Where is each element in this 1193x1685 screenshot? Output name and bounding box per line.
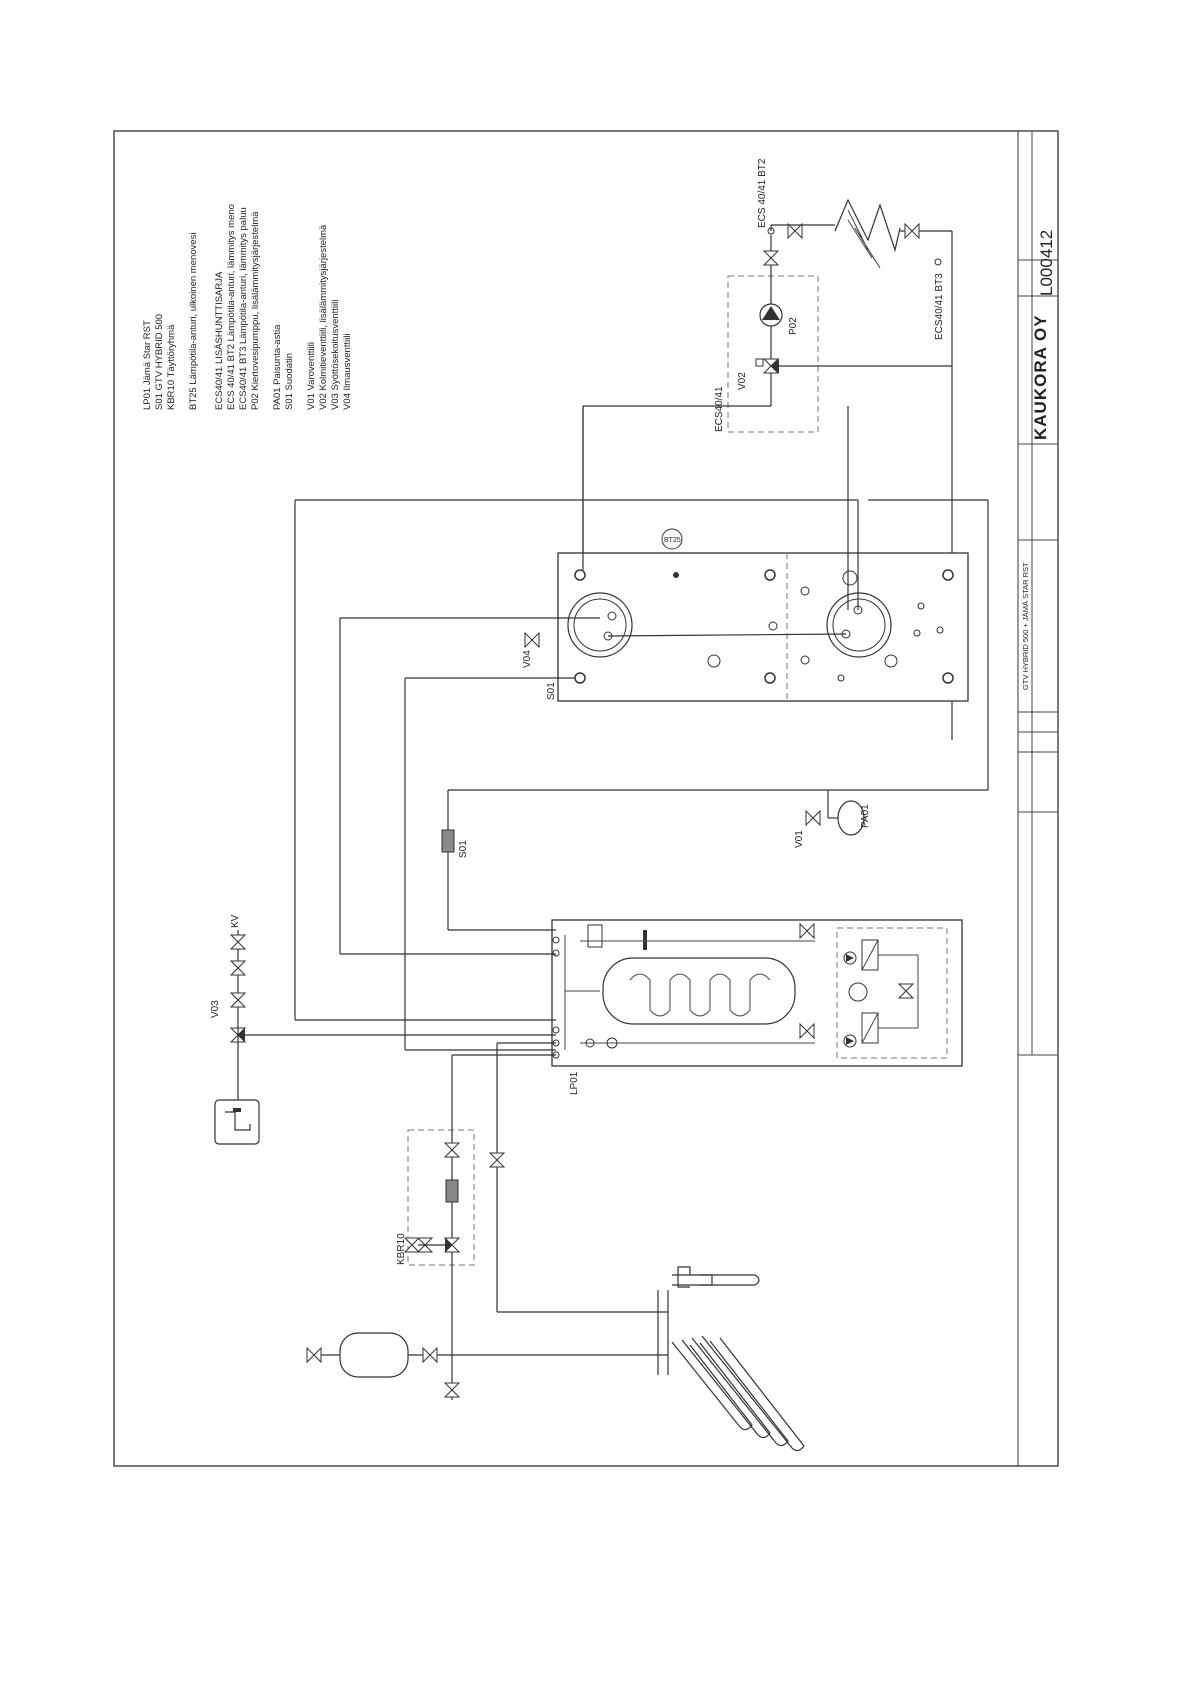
legend-pa01: PA01 Paisunta-astia: [272, 324, 283, 410]
kv-valve-2: [230, 960, 246, 976]
ecs-box-label: ECS40/41: [714, 386, 725, 432]
bt3-sensor: [934, 258, 942, 266]
cold-water-valve: [489, 1152, 505, 1168]
kbr10-box: [407, 1129, 475, 1266]
legend-s01: S01 GTV HYBRID 500: [154, 314, 165, 410]
kv-valve-3: [230, 934, 246, 950]
v04-air-vent-valve: [524, 632, 540, 648]
legend-v03: V03 Syöttösekoitusventtiili: [330, 300, 341, 410]
faucet-icon: [214, 1099, 260, 1145]
legend-ecs-header: ECS40/41 LISÄSHUNTTISARJA: [214, 271, 225, 410]
v03-mixing-valve: [230, 1027, 246, 1043]
v02-label: V02: [737, 372, 748, 390]
pa01-label: PA01: [860, 804, 871, 828]
storage-tank-s01: [557, 552, 969, 702]
v04-label: V04: [522, 650, 533, 668]
kv-valve-1: [230, 992, 246, 1008]
tank-valve-left: [306, 1347, 322, 1363]
bt25-label: BT25: [664, 537, 681, 544]
legend-v01: V01 Varoventtiili: [306, 342, 317, 410]
v01-label: V01: [794, 830, 805, 848]
ground-collector-lower: [671, 1335, 805, 1452]
legend-p02: P02 Kiertovesipumppu, lisälämmitysjärjes…: [250, 211, 261, 410]
kv-label: KV: [230, 914, 241, 928]
ecs-bt3-label: ECS40/41 BT3: [934, 273, 945, 340]
v02-three-way-valve: [755, 358, 779, 374]
kbr10-valve-2: [404, 1237, 420, 1253]
coil-valve-1: [787, 223, 803, 239]
s01-tank-label: S01: [546, 682, 557, 700]
legend-bt25: BT25 Lämpötila-anturi, ulkoinen menovesi: [188, 233, 199, 410]
kbr10-valve-1: [444, 1142, 460, 1158]
legend-v04: V04 Ilmausventtiili: [342, 333, 353, 410]
v03-label: V03: [210, 1000, 221, 1018]
legend-s01-filter: S01 Suodatin: [284, 353, 295, 410]
lp01-label: LP01: [569, 1071, 580, 1095]
ecs-valve-1: [763, 250, 779, 266]
p02-pump: [759, 303, 783, 327]
legend-lp01: LP01 Jämä Star RST: [142, 320, 153, 410]
brine-expansion-tank: [339, 1332, 409, 1378]
ground-collector-upper: [672, 1266, 760, 1288]
drawing-title: GTV HYBRID 500 + JÄMÄ STAR RST: [1021, 562, 1030, 690]
coil-valve-2: [904, 223, 920, 239]
heat-pump-lp01: [551, 919, 963, 1067]
bt25-sensor: [661, 528, 683, 550]
kbr10-filter: [445, 1179, 459, 1203]
title-block: L000412 KAUKORA OY GTV HYBRID 500 + JÄMÄ…: [1017, 130, 1059, 1467]
legend-ecs-bt3: ECS40/41 BT3 Lämpötila-anturi, lämmitys …: [238, 207, 249, 410]
p02-label: P02: [788, 317, 799, 335]
ecs-bt2-label: ECS 40/41 BT2: [757, 158, 768, 228]
s01-filter: [441, 829, 455, 853]
v01-safety-valve: [805, 810, 821, 826]
legend-kbr10: KBR10 Täyttöryhmä: [166, 324, 177, 410]
s01-filter-label: S01: [458, 840, 469, 858]
legend-ecs-bt2: ECS 40/41 BT2 Lämpötila-anturi, lämmitys…: [226, 204, 237, 410]
ecs40-41-box: [727, 275, 819, 433]
company-logo: KAUKORA OY: [1031, 314, 1050, 440]
bottom-safety-valve: [444, 1382, 460, 1398]
drawing-number: L000412: [1037, 230, 1056, 296]
radiator-coil: [834, 198, 952, 269]
legend-v02: V02 Kolmitieventtiili, lisälämmitysjärje…: [318, 224, 329, 410]
legend: LP01 Jämä Star RST S01 GTV HYBRID 500 KB…: [142, 204, 353, 410]
tank-valve-right: [422, 1347, 438, 1363]
kbr10-label: KBR10: [396, 1233, 407, 1265]
